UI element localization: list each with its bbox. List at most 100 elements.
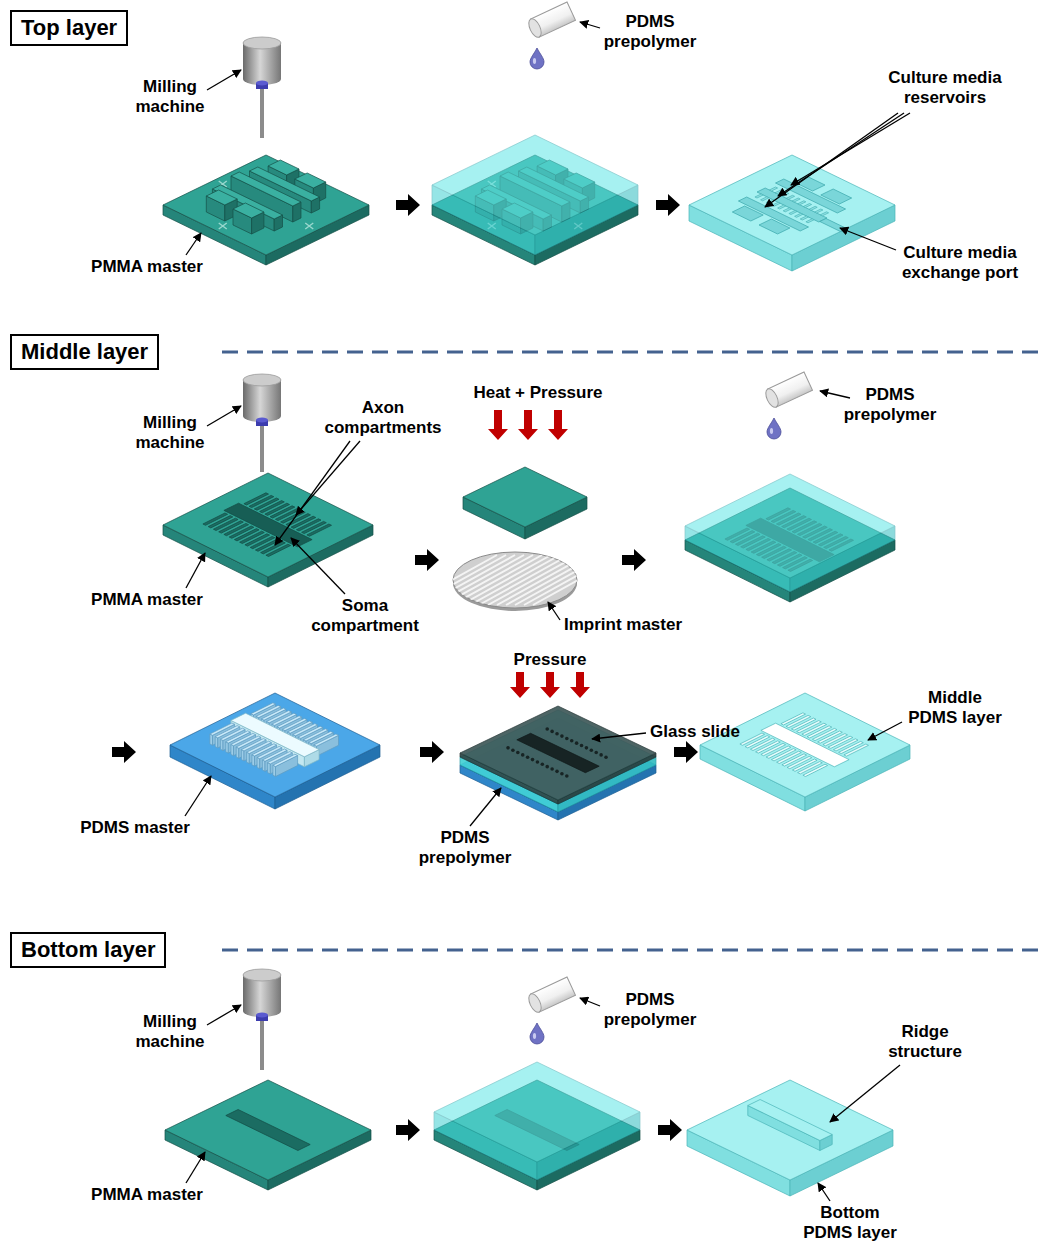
part-label: PDMS prepolymer	[585, 990, 715, 1030]
tool-top	[243, 969, 281, 981]
channel	[772, 202, 780, 206]
step-arrow	[396, 194, 420, 216]
pmma-slab-top	[163, 473, 373, 577]
glass-dot	[594, 751, 598, 755]
part-label: Milling machine	[120, 77, 220, 117]
section-heading: Middle layer	[21, 339, 148, 364]
mold-feature-top	[268, 160, 299, 175]
section-heading-box: Bottom layer	[10, 932, 166, 968]
dispenser	[526, 2, 575, 39]
master-feature-side	[220, 739, 223, 750]
step-arrow	[420, 741, 444, 763]
dispenser	[763, 372, 812, 409]
glass-dot	[541, 762, 545, 766]
drop	[530, 1023, 544, 1044]
drop-highlight	[533, 58, 536, 64]
milling-machine	[243, 37, 281, 138]
pdms-slab-top	[700, 693, 910, 797]
part-label: PMMA master	[72, 590, 222, 610]
channel	[803, 204, 811, 208]
force-arrow	[548, 410, 568, 440]
pdms-slab-top	[689, 155, 895, 255]
force-arrow	[540, 672, 560, 698]
channel	[809, 206, 817, 210]
channel	[820, 212, 828, 216]
leader-line	[186, 233, 201, 255]
master-feature-side	[268, 763, 271, 774]
glass-dot	[560, 734, 564, 738]
master-feature-side	[252, 755, 255, 766]
pdms-master-slab-top	[170, 693, 380, 797]
master-feature	[273, 754, 298, 776]
leader-line	[186, 1152, 205, 1183]
pmma-slab	[463, 467, 587, 539]
master-feature-side	[241, 750, 244, 761]
pmma-slab	[163, 473, 373, 587]
glass-slide-top	[460, 706, 656, 800]
section-heading: Bottom layer	[21, 937, 155, 962]
pmma-slab-top	[165, 1080, 371, 1180]
dispenser-opening	[526, 992, 544, 1014]
leader-line	[185, 776, 211, 816]
part-label: Axon compartments	[318, 398, 448, 438]
pmma-master-cast	[434, 1062, 640, 1190]
part-label: Heat + Pressure	[448, 383, 628, 403]
ridge-groove	[226, 1110, 310, 1151]
pmma-slab-top	[163, 155, 369, 255]
prepolymer-drop	[767, 418, 781, 439]
leader-line	[820, 391, 850, 398]
glass-dot	[545, 765, 549, 769]
section-heading-box: Middle layer	[10, 334, 159, 370]
pmma-master	[165, 1080, 371, 1190]
channel	[795, 213, 803, 217]
part-label: PDMS master	[60, 818, 210, 838]
master-feature-side	[215, 737, 218, 748]
imprint-master	[407, 552, 623, 611]
channel	[806, 219, 814, 223]
part-label: PMMA master	[72, 1185, 222, 1205]
dispenser-opening	[526, 17, 544, 39]
step-arrow	[674, 741, 698, 763]
part-label: Ridge structure	[870, 1022, 980, 1062]
leader-line	[275, 441, 350, 545]
pdms-fill	[434, 1062, 640, 1180]
mold-feature-top	[206, 190, 237, 205]
pdms-fill-top	[432, 135, 638, 235]
spindle	[260, 1019, 264, 1070]
master-feature-side	[247, 752, 250, 763]
channel	[789, 211, 797, 215]
glass-dot	[521, 753, 525, 757]
part-label: Pressure	[500, 650, 600, 670]
axon-opening	[844, 744, 869, 756]
glass-dot	[585, 746, 589, 750]
milling-machine	[243, 374, 281, 472]
part-label: Imprint master	[548, 615, 698, 635]
leader-line	[592, 733, 646, 739]
pdms-slab-top	[687, 1080, 893, 1180]
mold-feature	[206, 190, 237, 221]
glass-dot	[575, 741, 579, 745]
leader-line	[548, 602, 560, 620]
glass-dot	[590, 748, 594, 752]
step-arrow	[656, 194, 680, 216]
master-feature-side	[236, 747, 239, 758]
leader-line	[830, 1065, 900, 1122]
imprint-line	[488, 555, 578, 605]
pdms-fill-top	[685, 474, 895, 578]
pmma-master-press	[463, 467, 587, 539]
channel	[800, 216, 808, 220]
glass-dot	[506, 746, 510, 750]
imprint-line	[533, 555, 623, 605]
mold-feature-top	[233, 203, 264, 218]
part-label: Milling machine	[120, 413, 220, 453]
master-feature-side	[273, 765, 276, 776]
drop	[530, 48, 544, 69]
master-feature-side	[262, 760, 265, 771]
master-feature	[231, 713, 319, 767]
channel	[769, 187, 777, 191]
glass-dot	[516, 751, 520, 755]
channel	[783, 208, 791, 212]
part-label: Middle PDMS layer	[905, 688, 1005, 728]
spindle	[260, 424, 264, 472]
